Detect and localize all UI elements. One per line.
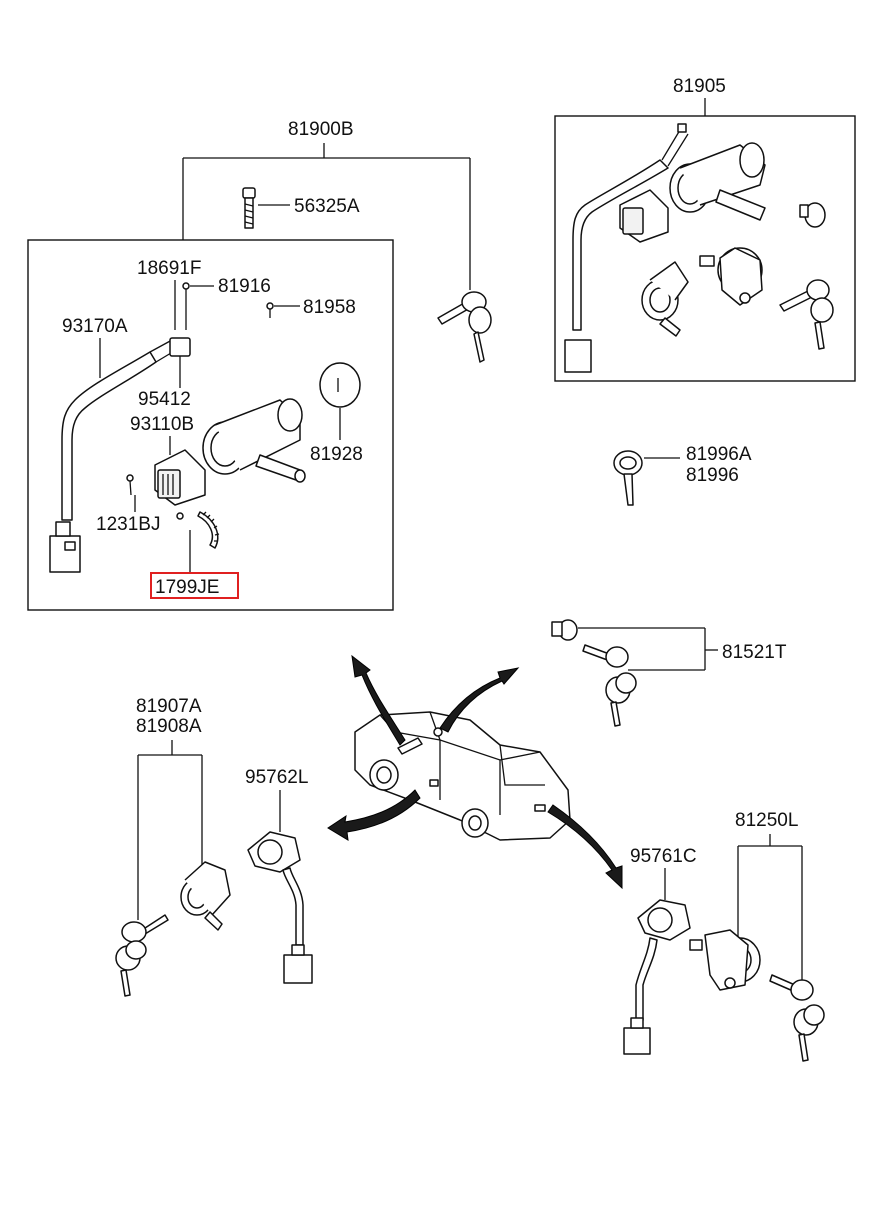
highlight-box	[150, 572, 239, 599]
bolt-56325A[interactable]	[242, 187, 256, 229]
label-1231BJ[interactable]: 1231BJ	[96, 514, 160, 535]
lock-cylinder-81521T[interactable]	[551, 619, 637, 727]
label-81907A[interactable]: 81907A	[136, 696, 202, 717]
label-81250L[interactable]: 81250L	[735, 810, 798, 831]
key-81996A[interactable]	[613, 450, 643, 506]
ignition-switch-93110B[interactable]	[154, 449, 206, 506]
label-81905[interactable]: 81905	[673, 76, 726, 97]
label-95761C[interactable]: 95761C	[630, 846, 697, 867]
label-81900B[interactable]: 81900B	[288, 119, 354, 140]
switch-95761C[interactable]	[623, 899, 691, 1055]
label-93110B[interactable]: 93110B	[130, 414, 194, 435]
label-18691F[interactable]: 18691F	[137, 258, 201, 279]
label-81916[interactable]: 81916	[218, 276, 271, 297]
label-81996[interactable]: 81996	[686, 465, 739, 486]
label-81908A[interactable]: 81908A	[136, 716, 202, 737]
band-clip-1799JE[interactable]	[176, 511, 220, 549]
screw-1231BJ[interactable]	[126, 474, 134, 496]
label-81521T[interactable]: 81521T	[722, 642, 787, 663]
key-icon	[437, 291, 492, 363]
label-95412[interactable]: 95412	[138, 389, 191, 410]
arrow-icon	[327, 654, 623, 890]
steering-lock-body[interactable]	[202, 398, 306, 483]
screw-81958[interactable]	[266, 302, 274, 318]
screw-81916[interactable]	[182, 282, 190, 330]
label-93170A[interactable]: 93170A	[62, 316, 128, 337]
trunk-lock-81250L[interactable]	[689, 929, 825, 1062]
label-81996A[interactable]: 81996A	[686, 444, 752, 465]
lock-set-81905[interactable]	[564, 123, 834, 373]
label-95762L[interactable]: 95762L	[245, 767, 308, 788]
label-1799JE[interactable]: 1799JE	[155, 577, 219, 598]
door-lock-81907A[interactable]	[115, 861, 231, 997]
wiring-harness-93170A[interactable]	[49, 337, 191, 573]
switch-95762L[interactable]	[247, 831, 313, 984]
cap-81928[interactable]	[319, 362, 361, 408]
label-81958[interactable]: 81958	[303, 297, 356, 318]
label-81928[interactable]: 81928	[310, 444, 363, 465]
label-56325A[interactable]: 56325A	[294, 196, 360, 217]
